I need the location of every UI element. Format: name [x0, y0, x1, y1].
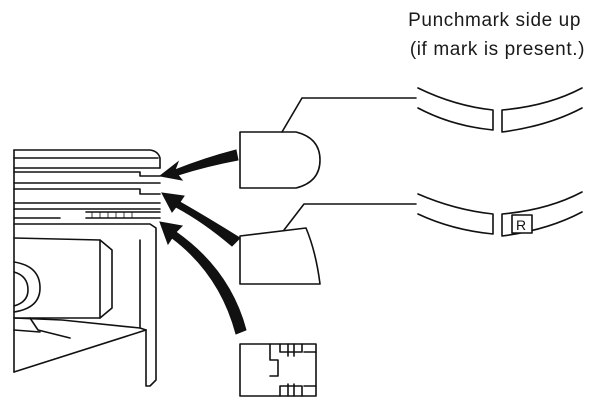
oil-ring-icon: [239, 343, 317, 397]
second-ring-icon: R: [239, 191, 583, 285]
top-ring-icon: [239, 87, 583, 189]
piston-icon: [13, 149, 161, 387]
r-mark-label: R: [516, 217, 526, 233]
arrow-icon: [158, 149, 247, 335]
caption-if-mark-line: (if mark is present.): [409, 39, 585, 60]
caption-punchmark-line: Punchmark side up: [408, 10, 581, 31]
